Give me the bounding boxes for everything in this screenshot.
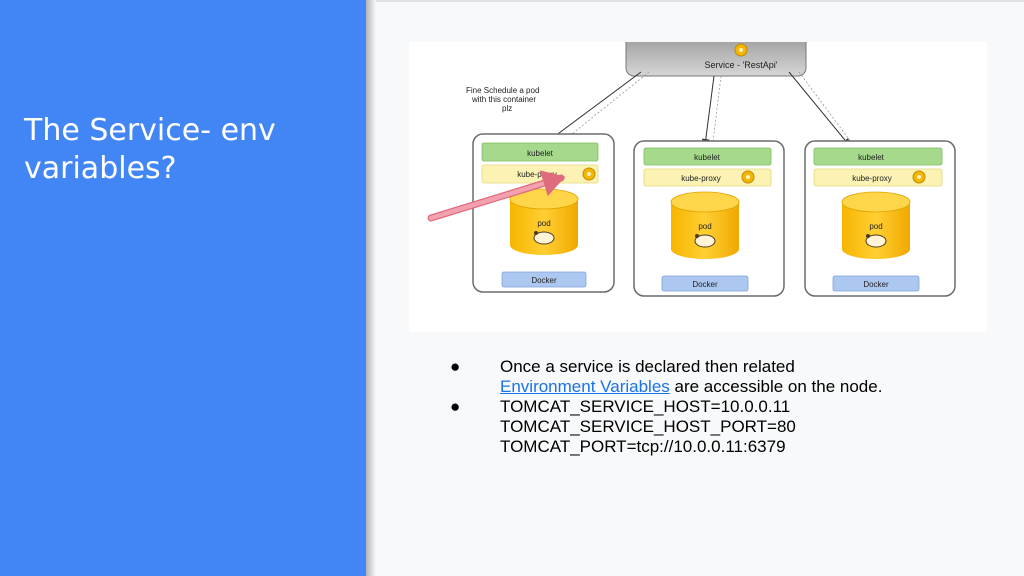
pod-cylinder <box>509 188 579 255</box>
tomcat-icon <box>533 231 555 245</box>
pod-cylinder <box>670 191 740 259</box>
bullet-list: ● Once a service is declared then relate… <box>450 357 990 457</box>
pod-cylinder <box>841 191 911 259</box>
docker-label: Docker <box>692 280 718 289</box>
tomcat-icon <box>865 234 887 248</box>
gear-icon <box>582 167 596 181</box>
kubelet-box <box>813 147 943 166</box>
node-2: kubelet kube-proxy pod Docker <box>633 140 785 297</box>
bullet-1-tail: are accessible on the node. <box>669 377 883 396</box>
top-divider <box>376 0 1024 2</box>
slide-title: The Service- env variables? <box>24 113 276 186</box>
node-3: kubelet kube-proxy pod Docker <box>804 140 956 297</box>
kube-proxy-box <box>813 168 943 187</box>
bullet-marker: ● <box>450 397 461 416</box>
env-var-line: TOMCAT_PORT=tcp://10.0.0.11:6379 <box>500 437 786 456</box>
annotation-line-3: plz <box>502 104 512 113</box>
bullet-item-1: ● Once a service is declared then relate… <box>450 357 990 397</box>
gear-icon <box>734 43 748 57</box>
kube-proxy-label: kube-proxy <box>517 170 557 179</box>
tomcat-icon <box>694 234 716 248</box>
service-connectors <box>546 71 858 151</box>
kubernetes-service-diagram: Service - 'RestApi' Fine Schedule a pod … <box>409 42 987 332</box>
env-var-line: TOMCAT_SERVICE_HOST=10.0.0.11 <box>500 397 791 416</box>
kubelet-box <box>481 142 599 162</box>
panel-shadow <box>366 0 376 576</box>
environment-variables-link[interactable]: Environment Variables <box>500 377 670 396</box>
gear-icon <box>912 170 926 184</box>
highlight-arrow <box>427 170 566 222</box>
kube-proxy-box <box>643 168 772 187</box>
docker-box <box>501 271 587 288</box>
docker-box <box>832 275 920 292</box>
kubelet-label: kubelet <box>858 153 885 162</box>
service-label: Service - 'RestApi' <box>705 60 778 70</box>
docker-label: Docker <box>531 276 557 285</box>
kube-proxy-label: kube-proxy <box>852 174 892 183</box>
pod-label: pod <box>869 222 882 231</box>
bullet-1-text: Once a service is declared then related <box>500 357 795 376</box>
service-box: Service - 'RestApi' <box>625 42 807 77</box>
gear-icon <box>741 170 755 184</box>
kubelet-label: kubelet <box>694 153 721 162</box>
bullet-marker: ● <box>450 357 461 376</box>
pod-label: pod <box>537 219 550 228</box>
docker-label: Docker <box>863 280 889 289</box>
bullet-item-2: ● TOMCAT_SERVICE_HOST=10.0.0.11 TOMCAT_S… <box>450 397 990 457</box>
pod-label: pod <box>698 222 711 231</box>
bullet-1-continuation: Environment Variables are accessible on … <box>500 377 990 397</box>
kubelet-label: kubelet <box>527 149 554 158</box>
env-var-line: TOMCAT_SERVICE_HOST_PORT=80 <box>500 417 796 436</box>
annotation-line-1: Fine Schedule a pod <box>466 86 539 95</box>
annotation-line-2: with this container <box>471 95 536 104</box>
kubelet-box <box>643 147 772 166</box>
schedule-annotation: Fine Schedule a pod with this container … <box>466 86 539 113</box>
node-1: kubelet kube-proxy pod Docker <box>472 133 615 293</box>
kube-proxy-label: kube-proxy <box>681 174 721 183</box>
docker-box <box>661 275 749 292</box>
title-panel: The Service- env variables? <box>0 0 366 576</box>
